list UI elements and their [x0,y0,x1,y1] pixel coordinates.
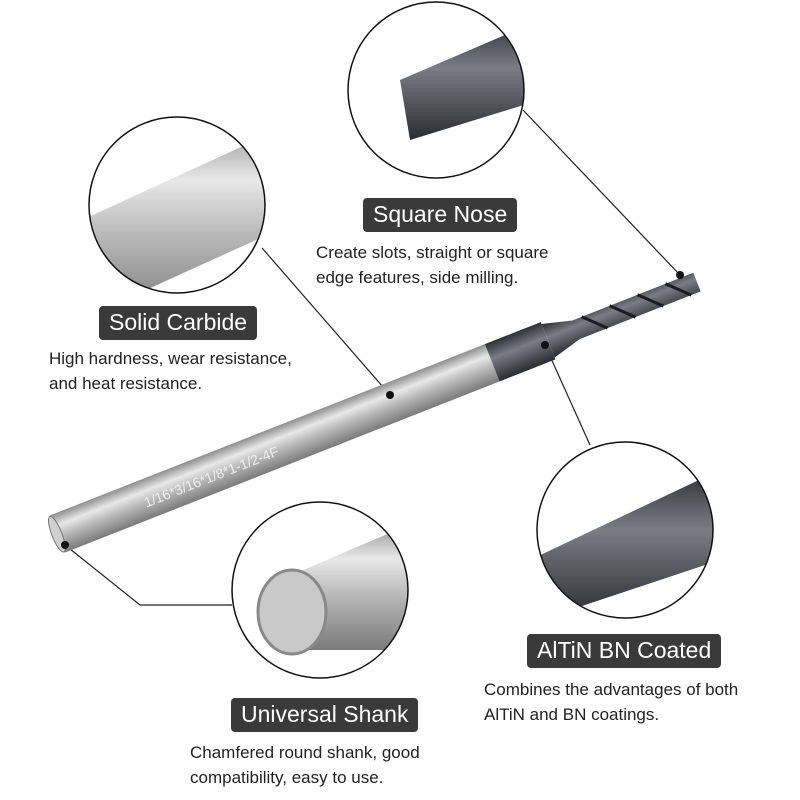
label-solid-carbide: Solid Carbide [99,306,258,340]
desc-line: High hardness, wear resistance, [49,349,292,368]
detail-square-nose [348,2,524,178]
desc-line: AlTiN and BN coatings. [484,705,660,724]
desc-square-nose: Create slots, straight or square edge fe… [316,240,548,290]
detail-shank [232,502,408,678]
label-square-nose: Square Nose [363,198,518,232]
desc-universal-shank: Chamfered round shank, good compatibilit… [190,740,420,790]
desc-altin-bn-coated: Combines the advantages of both AlTiN an… [484,677,738,727]
desc-line: edge features, side milling. [316,268,519,287]
desc-line: and heat resistance. [49,374,203,393]
desc-line: Combines the advantages of both [484,680,739,699]
label-altin-bn-coated: AlTiN BN Coated [527,634,722,668]
leader-lines [64,109,681,606]
desc-line: compatibility, easy to use. [190,768,384,787]
desc-line: Create slots, straight or square [316,243,549,262]
detail-coating [537,442,713,618]
desc-solid-carbide: High hardness, wear resistance, and heat… [49,346,292,396]
desc-line: Chamfered round shank, good [190,743,420,762]
detail-solid-carbide [89,117,265,293]
label-universal-shank: Universal Shank [231,698,419,732]
